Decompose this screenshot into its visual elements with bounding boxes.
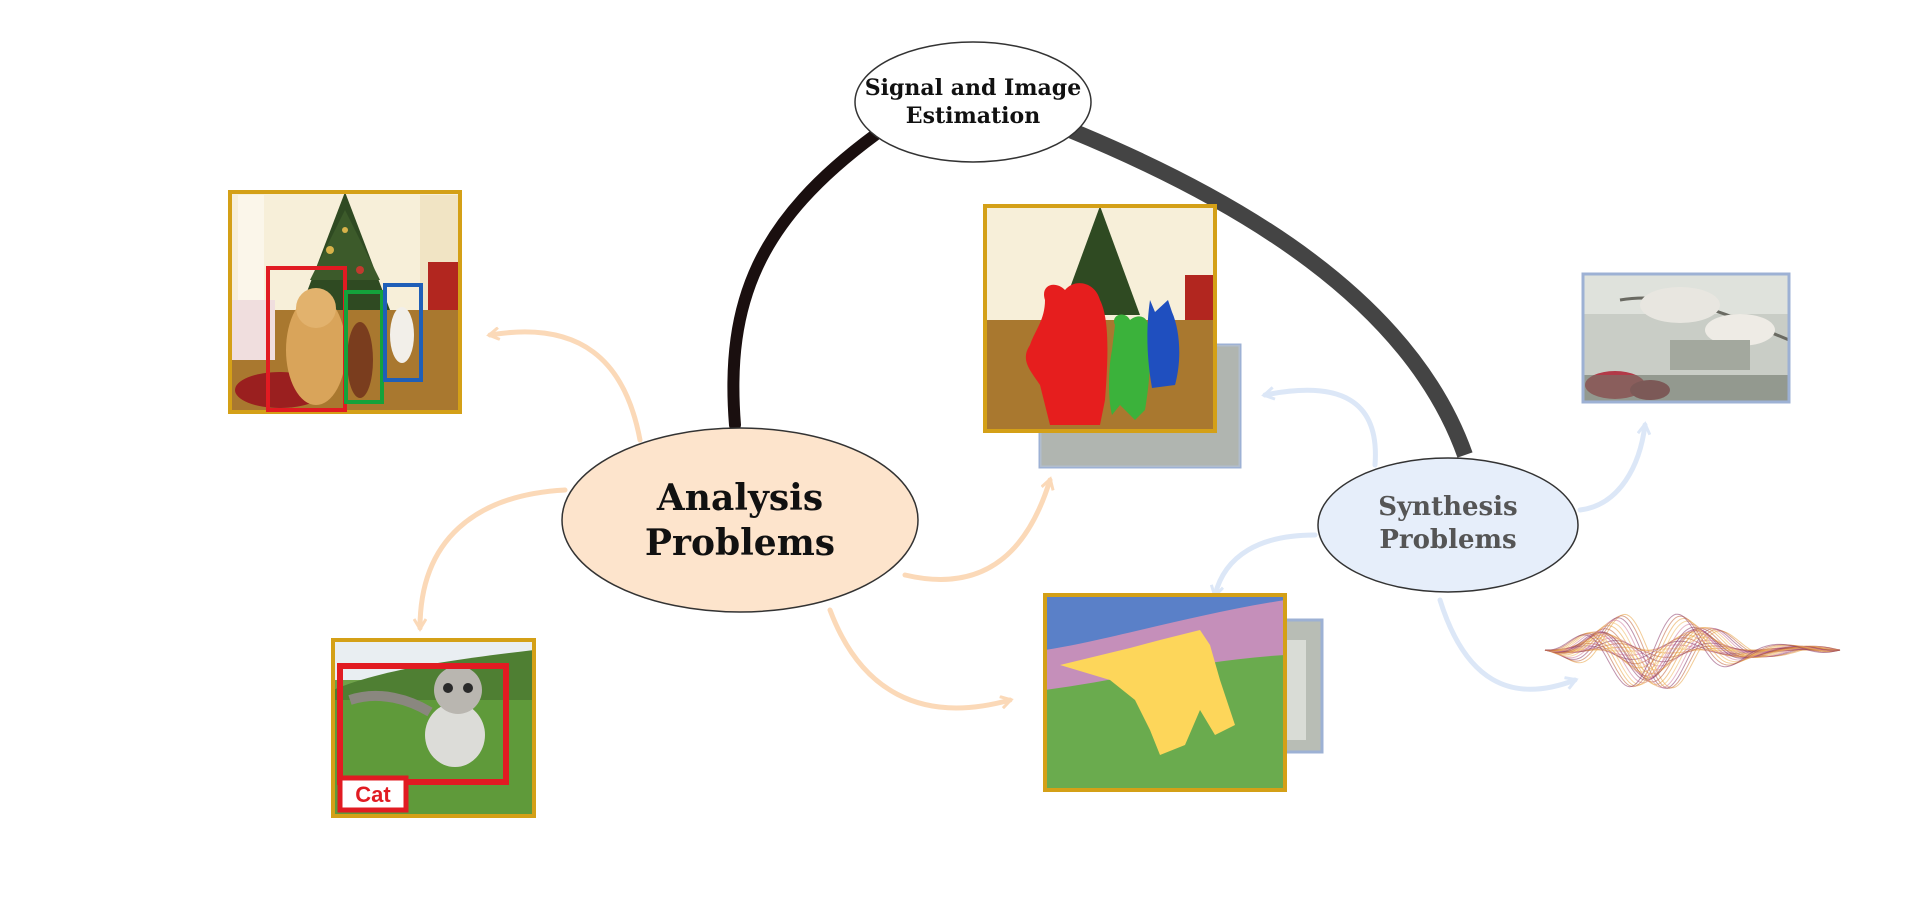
bbox-small-dog (344, 290, 384, 404)
arrow-to-labelmap (827, 607, 1010, 711)
waveform-strand (1544, 613, 1841, 688)
node-analysis-line1: Analysis (656, 477, 823, 519)
segment-mask-green (1109, 314, 1151, 420)
arrow-to-segmentation (902, 480, 1050, 582)
node-analysis-line2: Problems (645, 522, 835, 564)
analysis-arrows (420, 332, 1050, 711)
label-cat-region (1060, 630, 1235, 755)
node-signal-estimation: Signal and Image Estimation (854, 41, 1092, 163)
waveform-strand (1544, 613, 1841, 689)
detection-image (228, 190, 462, 414)
restoration-texture-image (1581, 272, 1791, 404)
cat-detection-image: Cat (331, 638, 536, 818)
synthesis-arrows (1215, 390, 1645, 692)
arrow-to-restoration (1265, 390, 1378, 468)
label-map-image (1043, 593, 1324, 792)
segment-mask-red (1025, 283, 1108, 425)
node-analysis-problems: Analysis Problems (561, 427, 919, 613)
arrow-to-waveform (1437, 597, 1575, 692)
node-signal-estimation-line2: Estimation (906, 103, 1040, 129)
connector-top-to-synthesis (1066, 122, 1473, 458)
segment-mask-blue (1147, 300, 1180, 388)
arrow-to-inpainting (1215, 532, 1318, 595)
waveform-strand (1544, 635, 1840, 671)
node-synthesis-problems: Synthesis Problems (1317, 457, 1579, 593)
bbox-kitten (337, 663, 509, 785)
arrow-to-texture (1577, 425, 1645, 513)
arrow-to-cat (420, 487, 568, 628)
arrow-to-detection (490, 332, 643, 443)
waveform-strand (1544, 633, 1841, 675)
connector-top-to-analysis (727, 129, 881, 431)
cat-label: Cat (355, 782, 391, 807)
synthesized-waveform (1544, 613, 1841, 689)
bbox-cat (383, 283, 423, 382)
waveform-strand (1544, 637, 1840, 667)
node-synthesis-line2: Problems (1379, 525, 1516, 555)
cat-label-box (337, 775, 409, 813)
node-signal-estimation-line1: Signal and Image (865, 75, 1081, 101)
node-synthesis-line1: Synthesis (1378, 492, 1517, 522)
segmentation-image (983, 204, 1242, 469)
waveform-strand (1544, 630, 1841, 678)
